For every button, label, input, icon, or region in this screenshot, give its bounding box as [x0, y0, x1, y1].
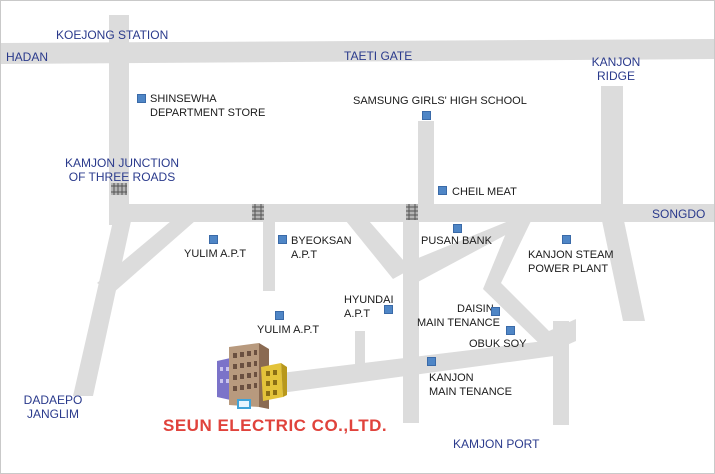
road-lower-right-loop: [483, 221, 576, 353]
road-right-vertical: [601, 86, 645, 321]
area-label-kamjon-junction: KAMJON JUNCTION OF THREE ROADS: [65, 156, 179, 184]
company-name: SEUN ELECTRIC CO.,LTD.: [163, 416, 388, 435]
place-marker-icon[interactable]: [278, 235, 287, 244]
place-label-pusan-bank: PUSAN BANK: [421, 235, 492, 247]
place-marker-icon[interactable]: [506, 326, 515, 335]
place-marker-icon[interactable]: [275, 311, 284, 320]
place-label-yulim-apt: YULIM A.P.T: [184, 248, 247, 260]
place-marker-icon[interactable]: [209, 235, 218, 244]
place-label-cheil-meat: CHEIL MEAT: [452, 186, 517, 198]
road-top-horizontal: [1, 39, 714, 64]
place-marker-icon[interactable]: [384, 305, 393, 314]
road-lower-right-vertical: [553, 321, 569, 425]
road-left-vertical: [109, 15, 129, 225]
company-building-icon[interactable]: [213, 339, 289, 417]
place-marker-icon[interactable]: [137, 94, 146, 103]
road-school-vertical: [418, 121, 434, 211]
area-label-taeti-gate: TAETI GATE: [344, 49, 413, 63]
road-lower-horizontal: [281, 339, 561, 393]
road-byeoksan-vertical: [263, 221, 275, 291]
road-yulim-diagonal: [97, 221, 195, 293]
place-marker-icon[interactable]: [491, 307, 500, 316]
road-dadaepo-diagonal: [73, 221, 131, 396]
area-label-koejong-station: KOEJONG STATION: [56, 28, 169, 42]
railway-crossing-icon: [406, 204, 418, 220]
place-label-obuk-soy: OBUK SOY: [469, 338, 527, 350]
place-marker-icon[interactable]: [422, 111, 431, 120]
place-marker-icon[interactable]: [453, 224, 462, 233]
place-marker-icon[interactable]: [438, 186, 447, 195]
place-label-yulim-apt-2: YULIM A.P.T: [257, 324, 320, 336]
area-label-dadaepo-janglim: DADAEPO JANGLIM: [23, 393, 83, 421]
railway-crossing-icon: [252, 204, 264, 220]
area-label-songdo: SONGDO: [652, 207, 706, 221]
area-label-hadan: HADAN: [6, 50, 49, 64]
area-label-kanjon-ridge: KANJON RIDGE: [591, 55, 641, 83]
road-yulim2-connector: [355, 331, 365, 371]
place-marker-icon[interactable]: [427, 357, 436, 366]
place-marker-icon[interactable]: [562, 235, 571, 244]
area-label-kamjon-port: KAMJON PORT: [453, 437, 540, 451]
railway-crossing-icon: [111, 183, 127, 195]
road-hyundai-diagonal: [346, 221, 411, 279]
place-label-samsung-school: SAMSUNG GIRLS' HIGH SCHOOL: [353, 95, 527, 107]
